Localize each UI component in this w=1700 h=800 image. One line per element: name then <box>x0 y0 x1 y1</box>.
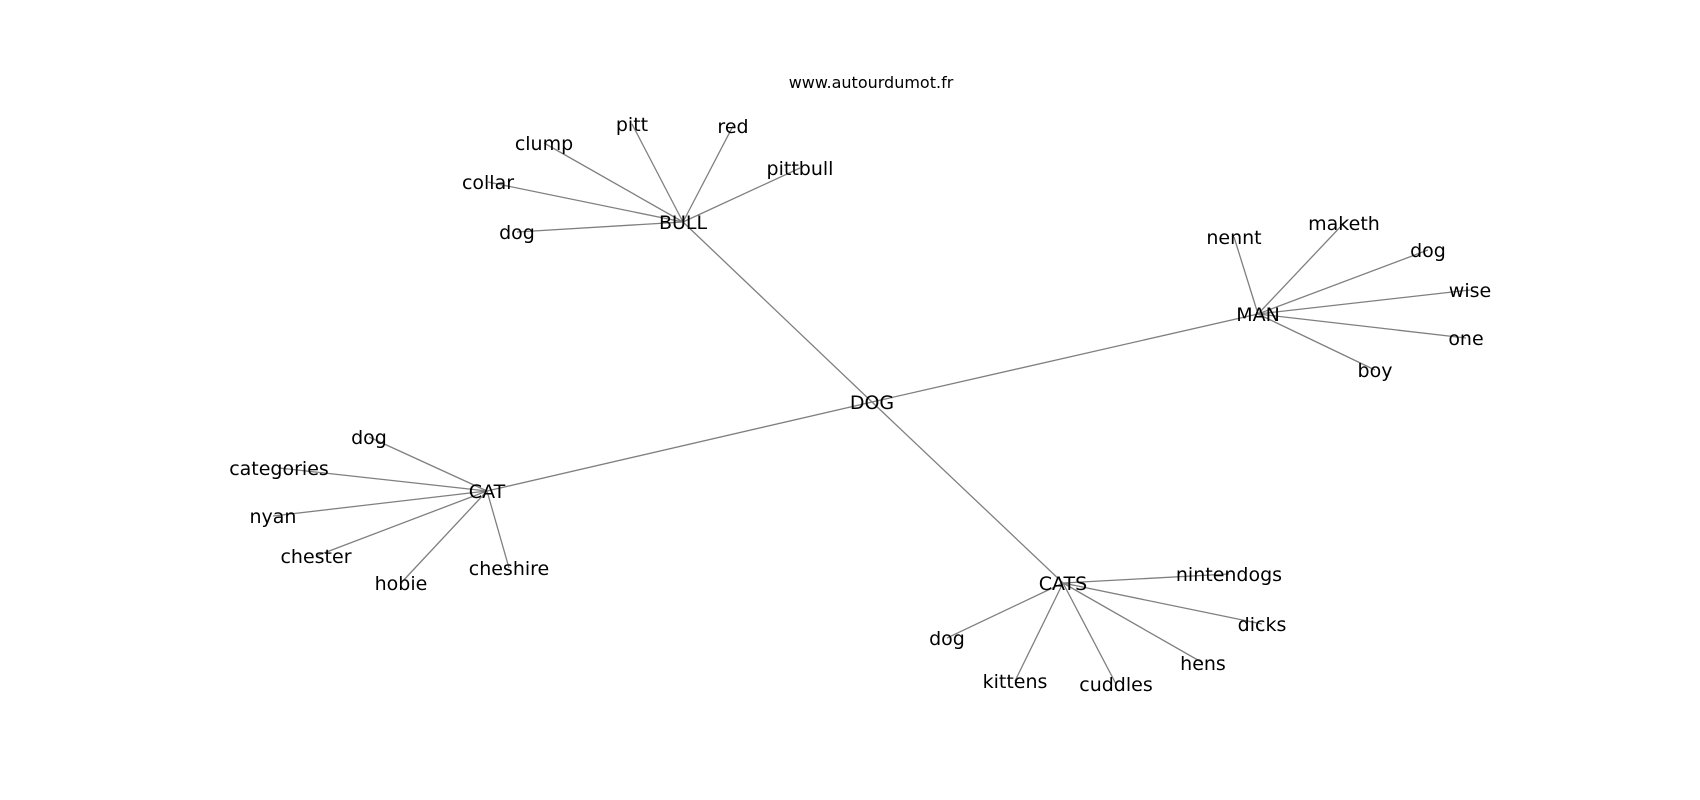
leaf-node: collar <box>462 172 514 194</box>
leaf-node: nintendogs <box>1176 564 1282 586</box>
edge-hub-to-leaf <box>272 490 488 517</box>
leaf-node: dog <box>929 628 965 650</box>
leaf-node: red <box>717 116 748 138</box>
leaf-node: one <box>1448 328 1483 350</box>
edge-hub-to-leaf <box>368 436 488 492</box>
edge-hub-to-leaf <box>1257 222 1345 315</box>
hub-node: BULL <box>659 212 708 234</box>
leaf-node: clump <box>515 133 573 155</box>
leaf-node: categories <box>229 458 329 480</box>
edge-hub-to-leaf <box>1062 582 1204 664</box>
leaf-node: kittens <box>983 671 1048 693</box>
center-node: DOG <box>850 392 894 414</box>
edge-hub-to-leaf <box>946 582 1064 639</box>
leaf-node: nyan <box>250 506 297 528</box>
edge-hub-to-leaf <box>516 221 684 233</box>
leaf-node: dog <box>499 222 535 244</box>
hub-node: CAT <box>469 481 506 503</box>
leaf-node: maketh <box>1308 213 1380 235</box>
edge-center-to-hub <box>871 401 1064 584</box>
leaf-node: boy <box>1358 360 1393 382</box>
source-website-label: www.autourdumot.fr <box>789 73 954 92</box>
edge-hub-to-leaf <box>1014 582 1064 682</box>
leaf-node: cheshire <box>469 558 549 580</box>
leaf-node: chester <box>280 546 351 568</box>
hub-node: CATS <box>1039 573 1087 595</box>
edge-hub-to-leaf <box>631 123 684 223</box>
edge-center-to-hub <box>871 313 1259 403</box>
leaf-node: dog <box>1410 240 1446 262</box>
leaf-node: pittbull <box>767 158 834 180</box>
edge-hub-to-leaf <box>682 167 801 223</box>
edge-hub-to-leaf <box>1062 582 1117 685</box>
edge-layer <box>272 123 1471 685</box>
leaf-node: cuddles <box>1079 674 1152 696</box>
edge-hub-to-leaf <box>486 490 510 569</box>
edge-hub-to-leaf <box>1062 573 1230 584</box>
hub-node: MAN <box>1236 304 1280 326</box>
leaf-node: dicks <box>1238 614 1287 636</box>
edge-hub-to-leaf <box>1257 313 1376 371</box>
edge-hub-to-leaf <box>278 467 488 492</box>
leaf-node: wise <box>1449 280 1491 302</box>
edge-hub-to-leaf <box>1233 236 1259 315</box>
edge-center-to-hub <box>682 221 873 403</box>
edge-hub-to-leaf <box>543 142 684 223</box>
leaf-node: nennt <box>1206 227 1261 249</box>
edge-hub-to-leaf <box>1257 289 1471 315</box>
leaf-node: pitt <box>616 114 648 136</box>
leaf-node: dog <box>351 427 387 449</box>
edge-hub-to-leaf <box>1257 249 1429 315</box>
leaf-node: hobie <box>375 573 428 595</box>
edge-center-to-hub <box>486 401 873 492</box>
edge-hub-to-leaf <box>1257 313 1467 339</box>
leaf-node: hens <box>1180 653 1226 675</box>
edge-hub-to-leaf <box>487 181 684 223</box>
edge-hub-to-leaf <box>682 125 734 223</box>
edge-hub-to-leaf <box>1062 582 1263 625</box>
edge-hub-to-leaf <box>315 490 488 557</box>
edge-hub-to-leaf <box>400 490 488 584</box>
